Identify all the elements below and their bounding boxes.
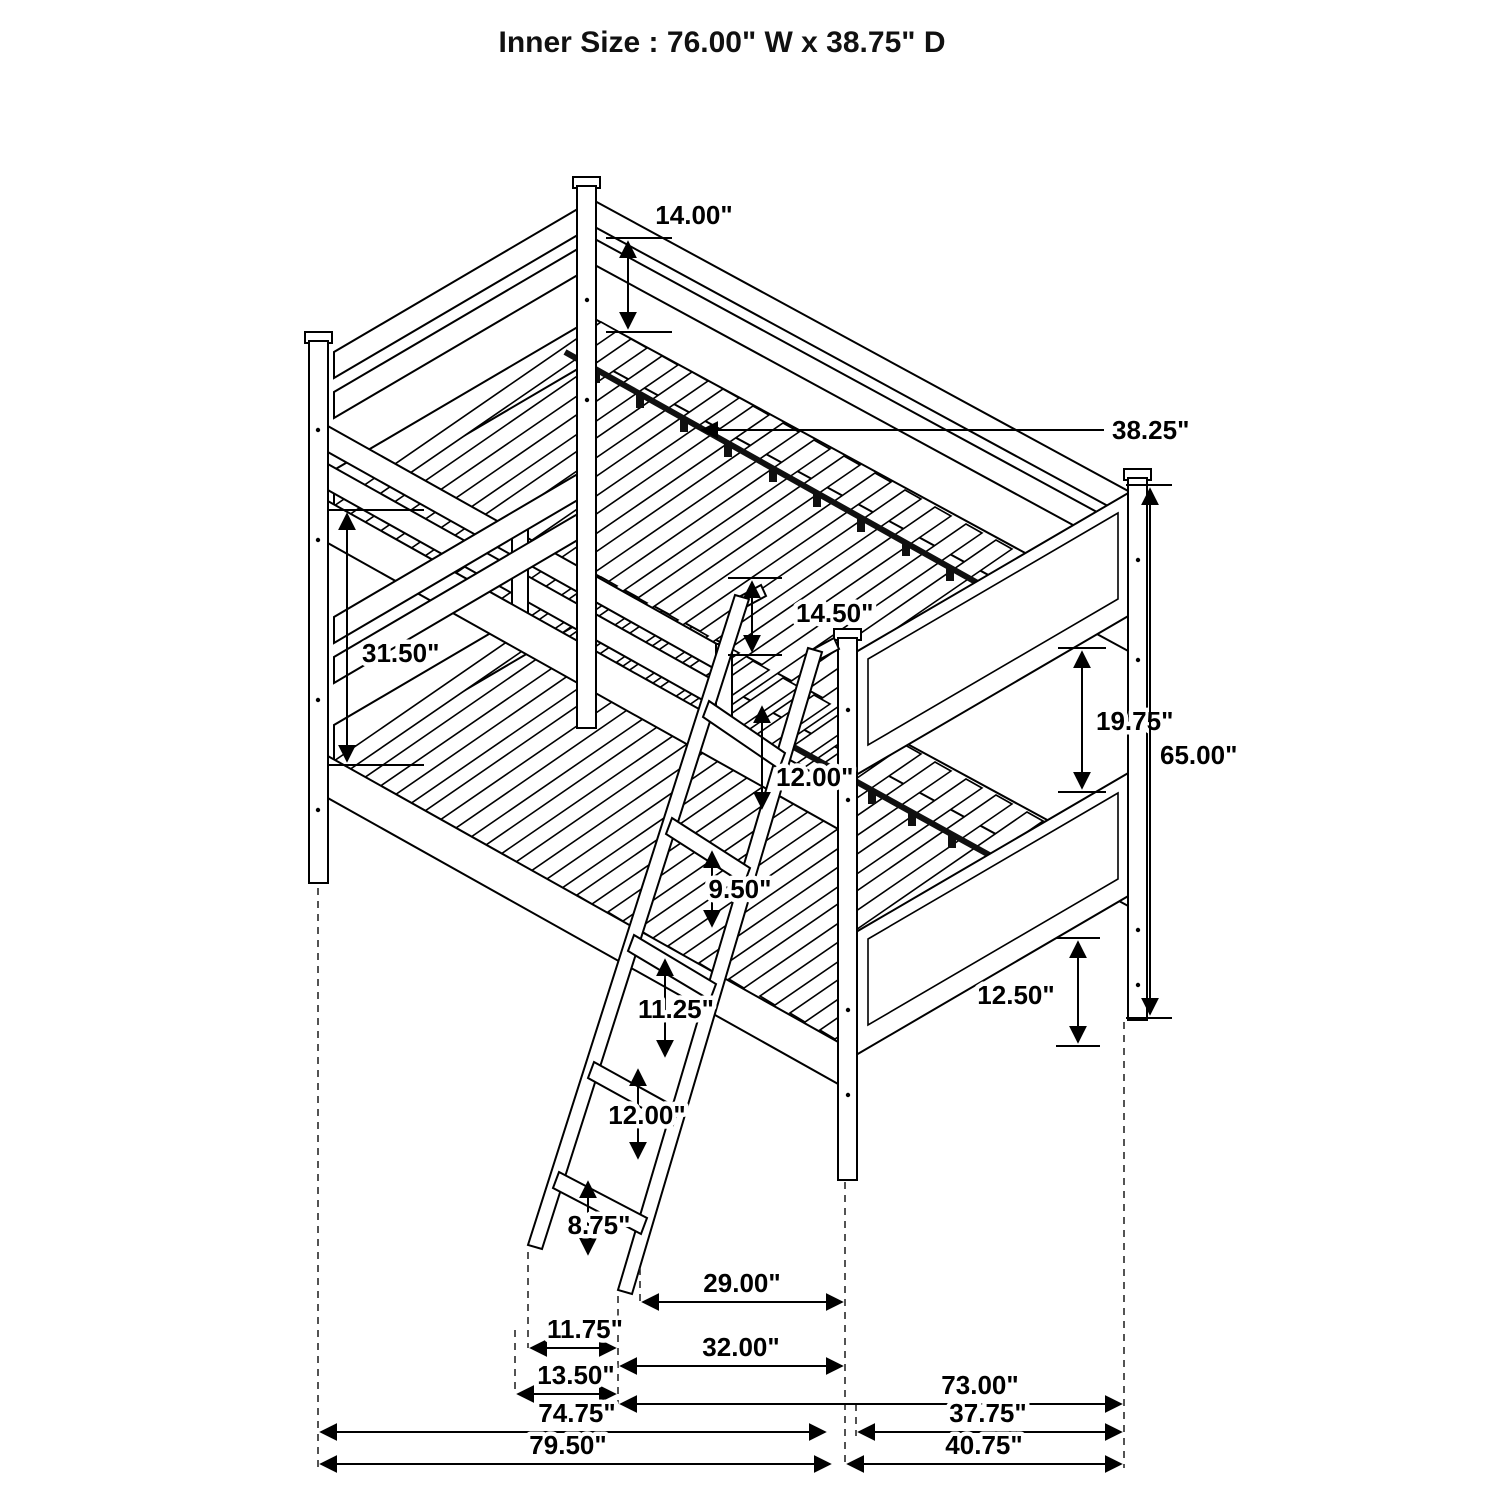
dim-ladder-foot-offset: 11.75" [529, 1310, 627, 1357]
dim-footboard-gap: 19.75" [1058, 647, 1178, 793]
dim-label-step-gap-1: 12.00" [776, 762, 853, 792]
dim-label-step-gap-2: 9.50" [709, 874, 772, 904]
dim-label-ladder-reach: 29.00" [703, 1268, 780, 1298]
dim-label-step-to-floor: 8.75" [568, 1210, 631, 1240]
dim-bed-length-upper: 74.75" [319, 1394, 827, 1441]
dim-overall-height: 65.00" [1126, 484, 1242, 1019]
dim-ladder-span: 32.00" [619, 1328, 844, 1375]
ladder-rail-right [616, 646, 824, 1296]
dim-label-bed-length-upper: 74.75" [538, 1398, 615, 1428]
dim-step-gap-3: 11.25" [634, 958, 718, 1058]
page-title: Inner Size : 76.00" W x 38.75" D [499, 26, 946, 59]
lower-footboard [855, 770, 1131, 1057]
dim-guardrail-to-lower-deck: 31.50" [328, 509, 444, 766]
post-head-near [308, 340, 329, 884]
dim-label-step-gap-3: 11.25" [638, 994, 714, 1024]
dimension-annotations: 14.00" 38.25" 31.50" 14.50" 12.00" 9.50" [319, 196, 1242, 1473]
bed-drawing [304, 176, 1152, 1296]
dim-label-ladder-foot-offset: 11.75" [547, 1314, 623, 1344]
dim-step-gap-4: 12.00" [604, 1068, 690, 1160]
dim-label-overall-width: 40.75" [945, 1430, 1022, 1460]
dim-lower-footboard: 12.50" [973, 937, 1100, 1047]
dim-step-gap-1: 12.00" [753, 705, 858, 810]
dim-label-upper-lower-gap: 14.50" [796, 598, 873, 628]
bolt-holes [315, 297, 1141, 1098]
dim-overall-width: 40.75" [846, 1426, 1123, 1473]
dim-ladder-base: 13.50" [516, 1356, 619, 1403]
dim-label-headboard-top-rail: 14.00" [655, 200, 732, 230]
dim-label-ladder-base: 13.50" [537, 1360, 614, 1390]
dim-label-overall-length: 79.50" [529, 1430, 606, 1460]
dim-overall-length: 79.50" [319, 1426, 832, 1473]
dim-label-guardrail-to-lower-deck: 31.50" [362, 638, 439, 668]
dim-label-step-gap-4: 12.00" [608, 1100, 685, 1130]
bed-posts [304, 176, 1152, 1181]
dim-label-slat-support: 38.25" [1112, 415, 1189, 445]
dim-label-ladder-span: 32.00" [702, 1332, 779, 1362]
dim-step-gap-2: 9.50" [703, 850, 776, 928]
dim-label-bed-length-inner: 73.00" [941, 1370, 1018, 1400]
dim-label-footboard-gap: 19.75" [1096, 706, 1173, 736]
dim-label-overall-height: 65.00" [1160, 740, 1237, 770]
dim-headboard-top-rail: 14.00" [606, 196, 737, 333]
dim-label-lower-footboard: 12.50" [977, 980, 1054, 1010]
dim-slat-support: 38.25" [700, 411, 1194, 450]
dim-upper-lower-gap: 14.50" [728, 577, 878, 656]
extension-lines [317, 888, 1125, 1468]
dim-bed-length-inner: 73.00" [619, 1366, 1123, 1413]
dim-label-end-width: 37.75" [949, 1398, 1026, 1428]
dim-end-width: 37.75" [857, 1394, 1123, 1441]
post-head-far [576, 185, 597, 729]
post-foot-near [837, 637, 858, 1181]
dim-ladder-reach: 29.00" [641, 1264, 844, 1311]
dim-step-to-floor: 8.75" [563, 1180, 635, 1256]
